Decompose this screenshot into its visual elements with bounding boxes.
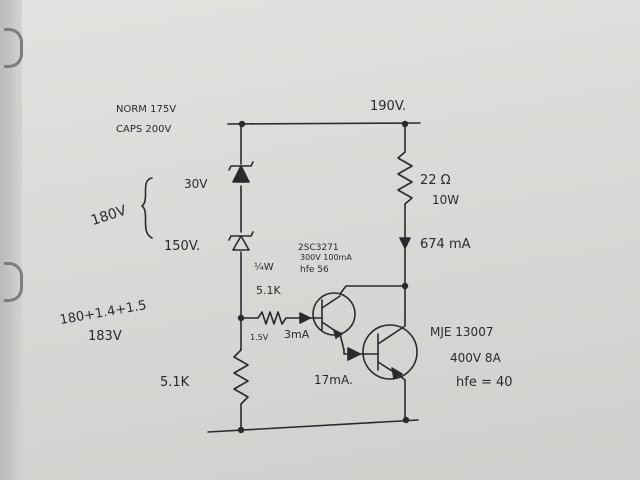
brace-icon — [141, 177, 153, 239]
label-base-voltage-drop: 1.5V — [250, 333, 269, 342]
label-resistor-10w: 10W — [432, 193, 459, 207]
label-total-zener-voltage: 180V — [89, 203, 129, 230]
top-rail-wire — [227, 122, 421, 125]
label-transistor2-part: MJE 13007 — [430, 325, 493, 339]
label-norm-voltage: NORM 175V — [116, 104, 176, 115]
binder-ring — [4, 28, 23, 68]
label-transistor1-rating: 300V 100mA — [300, 253, 352, 262]
resistor-5k1-base-icon — [240, 311, 311, 325]
label-resistor-22-ohm: 22 Ω — [420, 173, 451, 188]
binder-edge — [0, 0, 23, 480]
zener-diode-30v-icon — [228, 161, 254, 183]
resistor-5k1-bottom-icon — [233, 349, 249, 409]
label-main-current: 674 mA — [420, 237, 471, 252]
label-zener-150v: 150V. — [164, 239, 200, 254]
transistor-mje13007-icon — [362, 319, 418, 381]
label-bottom-resistor: 5.1K — [160, 375, 190, 390]
label-top-voltage: 190V. — [370, 99, 406, 114]
collector-wire — [339, 285, 406, 295]
label-voltage-sum: 180+1.4+1.5 — [59, 298, 148, 328]
junction-dots — [237, 120, 410, 434]
label-drive-current: 17mA. — [314, 373, 353, 387]
binder-ring — [4, 262, 23, 302]
transistor-2sc3271-icon — [309, 292, 356, 351]
resistor-22ohm-icon — [397, 151, 413, 205]
drive-arrow-icon — [347, 347, 361, 361]
label-transistor1-hfe: hfe 56 — [300, 265, 329, 275]
label-transistor2-hfe: hfe = 40 — [456, 375, 513, 390]
label-base-resistor: 5.1K — [256, 284, 281, 297]
label-caps-voltage: CAPS 200V — [116, 124, 171, 135]
base-arrow-icon — [299, 312, 311, 324]
current-arrow-icon — [399, 237, 411, 249]
label-zener-power: ¼W — [254, 261, 274, 273]
label-transistor2-rating: 400V 8A — [450, 351, 502, 365]
label-voltage-result: 183V — [88, 329, 122, 344]
zener-diode-150v-icon — [228, 231, 254, 251]
label-base-current: 3mA — [284, 328, 310, 341]
label-zener-30v: 30V — [184, 177, 208, 191]
label-transistor1-part: 2SC3271 — [298, 243, 339, 253]
